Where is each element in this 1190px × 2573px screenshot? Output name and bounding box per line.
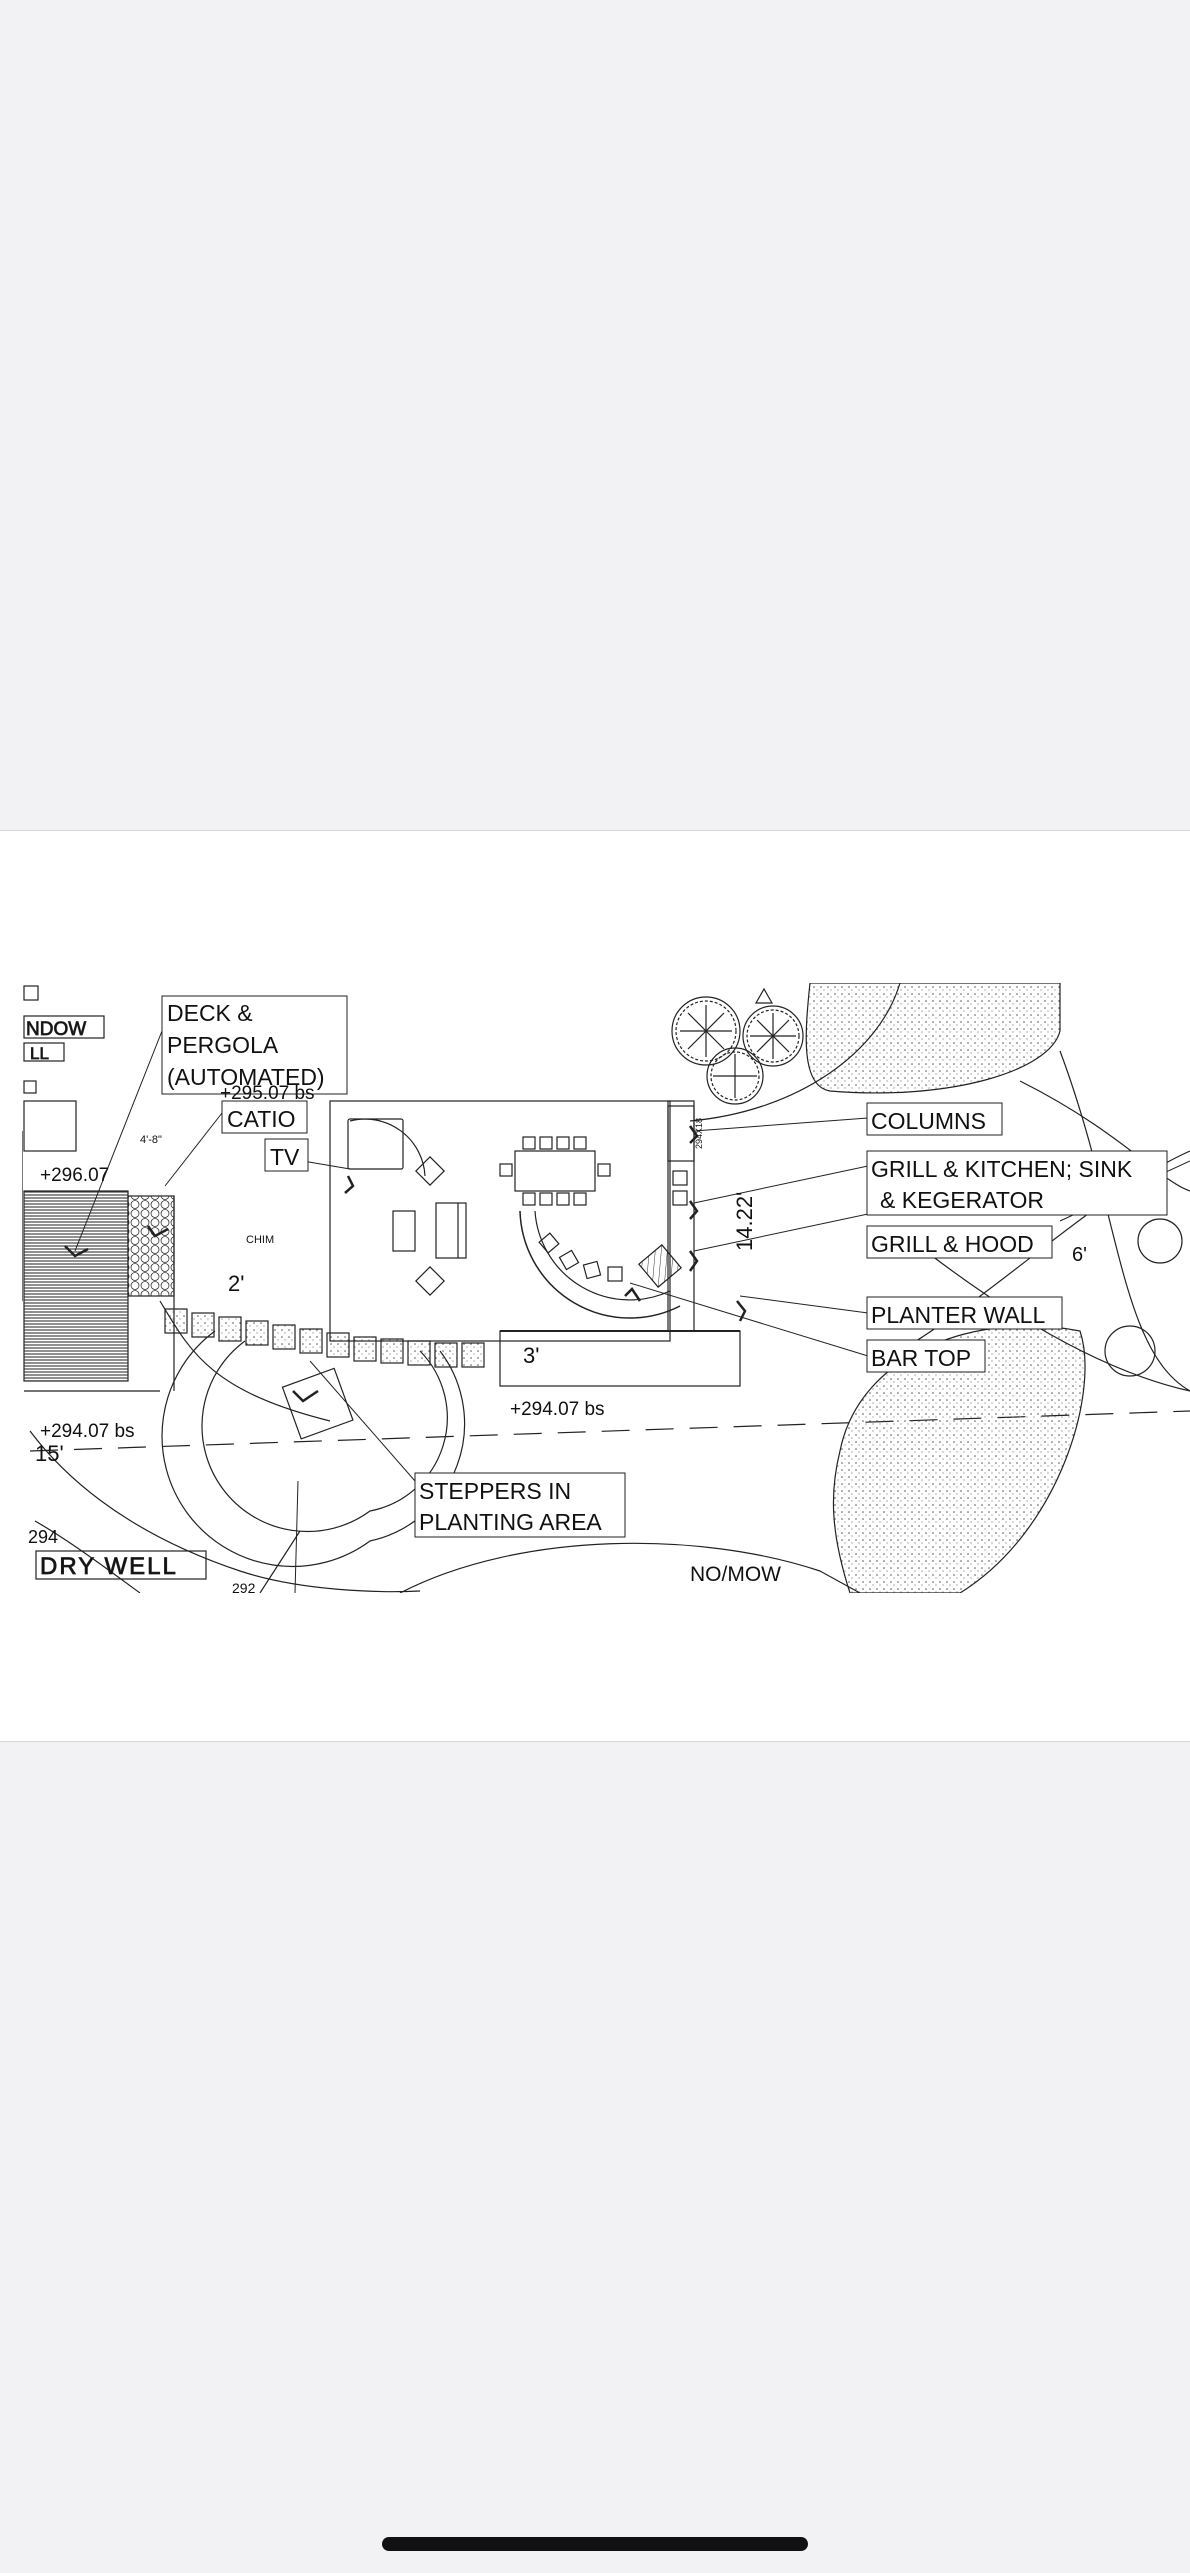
callout-catio: CATIO	[221, 1100, 308, 1134]
stepping-stones	[164, 1308, 485, 1368]
svg-text:TV: TV	[270, 1144, 300, 1170]
callout-steppers: STEPPERS IN PLANTING AREA	[414, 1472, 626, 1538]
dry-well-number: 292	[232, 1580, 256, 1596]
break-marks	[64, 1125, 747, 1403]
bar-stools	[538, 1232, 623, 1282]
dimension-15: 15'	[35, 1441, 64, 1466]
window-label: NDOW	[26, 1019, 86, 1040]
dimension-1422: 14.22'	[732, 1192, 757, 1251]
svg-text:COLUMNS: COLUMNS	[871, 1108, 986, 1134]
dimension-3: 3'	[523, 1343, 539, 1368]
svg-text:& KEGERATOR: & KEGERATOR	[880, 1187, 1044, 1213]
svg-text:PLANTER WALL: PLANTER WALL	[871, 1302, 1045, 1328]
trees	[671, 996, 804, 1105]
elevation-294-mid: +294.07 bs	[510, 1399, 605, 1420]
callout-tv: TV	[264, 1138, 309, 1172]
small-label-294x18: 294X18	[694, 1118, 704, 1149]
grill	[638, 1244, 682, 1288]
svg-text:GRILL & KITCHEN; SINK: GRILL & KITCHEN; SINK	[871, 1156, 1133, 1182]
callout-bar-top: BAR TOP	[866, 1339, 986, 1373]
contour-294: 294	[28, 1527, 58, 1547]
callout-grill-hood: GRILL & HOOD	[866, 1225, 1053, 1259]
deck	[23, 1190, 129, 1382]
catio-pad	[127, 1195, 175, 1297]
svg-text:GRILL & HOOD: GRILL & HOOD	[871, 1231, 1034, 1257]
svg-text:BAR TOP: BAR TOP	[871, 1345, 971, 1371]
document-viewer[interactable]: DECK & PERGOLA (AUTOMATED) CATIO TV COLU…	[0, 830, 1190, 1742]
callout-planter-wall: PLANTER WALL	[866, 1296, 1063, 1330]
dimension-6: 6'	[1072, 1244, 1087, 1266]
dimension-4-8: 4'-8"	[140, 1134, 162, 1146]
patio	[329, 1100, 671, 1342]
ll-label: LL	[30, 1044, 49, 1063]
elevation-295: +295.07 bs	[220, 1083, 315, 1104]
callout-deck-pergola: DECK & PERGOLA (AUTOMATED)	[161, 995, 348, 1095]
svg-text:DECK &: DECK &	[167, 1000, 253, 1026]
callout-grill-kitchen: GRILL & KITCHEN; SINK & KEGERATOR	[866, 1150, 1168, 1216]
elevation-294-left: +294.07 bs	[40, 1421, 135, 1442]
callout-columns: COLUMNS	[866, 1102, 1003, 1136]
svg-text:PLANTING AREA: PLANTING AREA	[419, 1509, 602, 1535]
chimney-label: CHIM	[246, 1234, 274, 1246]
svg-text:STEPPERS IN: STEPPERS IN	[419, 1478, 571, 1504]
no-mow-label: NO/MOW	[690, 1563, 781, 1586]
home-indicator[interactable]	[382, 2537, 808, 2551]
elevation-296: +296.07	[40, 1165, 109, 1186]
site-plan-drawing: DECK & PERGOLA (AUTOMATED) CATIO TV COLU…	[22, 983, 1190, 1596]
svg-text:PERGOLA: PERGOLA	[167, 1032, 279, 1058]
svg-text:CATIO: CATIO	[227, 1106, 296, 1132]
dry-well-label: DRY WELL	[40, 1553, 178, 1580]
dimension-2: 2'	[228, 1271, 244, 1296]
svg-text:(AUTOMATED): (AUTOMATED)	[167, 1064, 325, 1090]
